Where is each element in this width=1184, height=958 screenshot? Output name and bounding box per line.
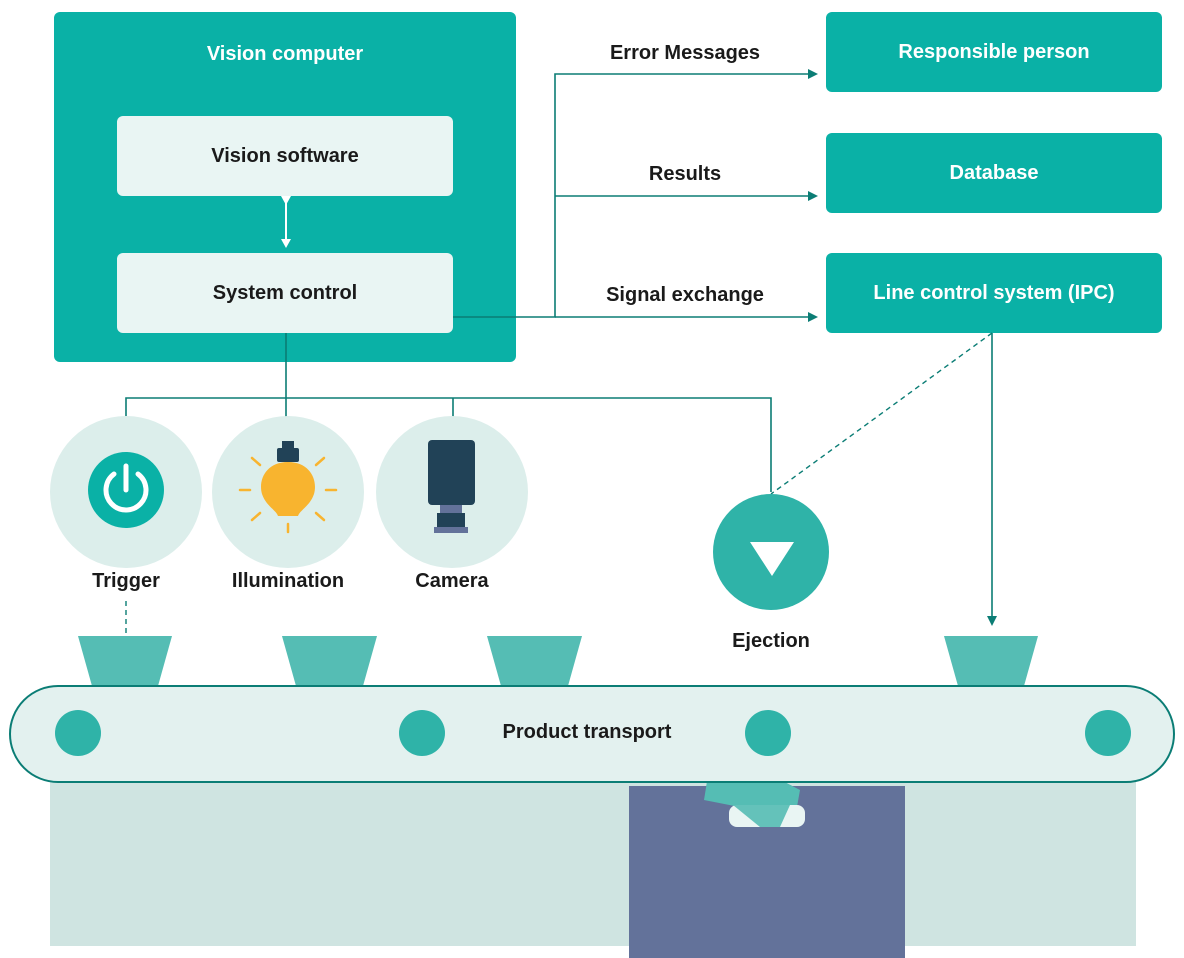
product <box>944 636 1038 686</box>
camera-icon <box>428 440 475 533</box>
system-control-box <box>117 253 453 333</box>
machine-base <box>50 770 1136 946</box>
conveyor-label: Product transport <box>502 721 672 743</box>
vision-software-box <box>117 116 453 196</box>
line-control-label: Line control system (IPC) <box>873 281 1115 304</box>
trigger-label: Trigger <box>92 570 160 592</box>
reject-bin <box>629 745 905 958</box>
database-box <box>826 133 1162 213</box>
ejection-label: Ejection <box>732 630 810 652</box>
conveyor-rollers <box>55 710 1131 756</box>
system-control-label: System control <box>212 281 358 304</box>
error-messages-label: Error Messages <box>609 42 761 64</box>
responsible-person-box <box>826 12 1162 92</box>
illumination-label: Illumination <box>231 570 345 592</box>
roller <box>745 710 791 756</box>
product <box>78 636 172 686</box>
product <box>487 636 582 686</box>
ipc-ejection-dashed <box>770 332 993 495</box>
signal-exchange-label: Signal exchange <box>606 284 764 306</box>
results-label: Results <box>648 163 722 185</box>
vision-computer-title: Vision computer <box>206 42 364 65</box>
power-icon <box>88 452 164 528</box>
conveyor-belt <box>9 685 1175 783</box>
connector-lines <box>125 69 997 626</box>
line-control-box <box>826 253 1162 333</box>
roller <box>1085 710 1131 756</box>
roller <box>55 710 101 756</box>
products <box>78 636 1038 686</box>
lightbulb-icon <box>238 441 338 534</box>
camera-label: Camera <box>415 570 489 592</box>
product <box>282 636 377 686</box>
roller <box>399 710 445 756</box>
down-triangle-icon <box>713 494 829 610</box>
vision-software-label: Vision software <box>211 144 359 167</box>
database-label: Database <box>949 161 1039 184</box>
responsible-person-label: Responsible person <box>898 40 1090 63</box>
